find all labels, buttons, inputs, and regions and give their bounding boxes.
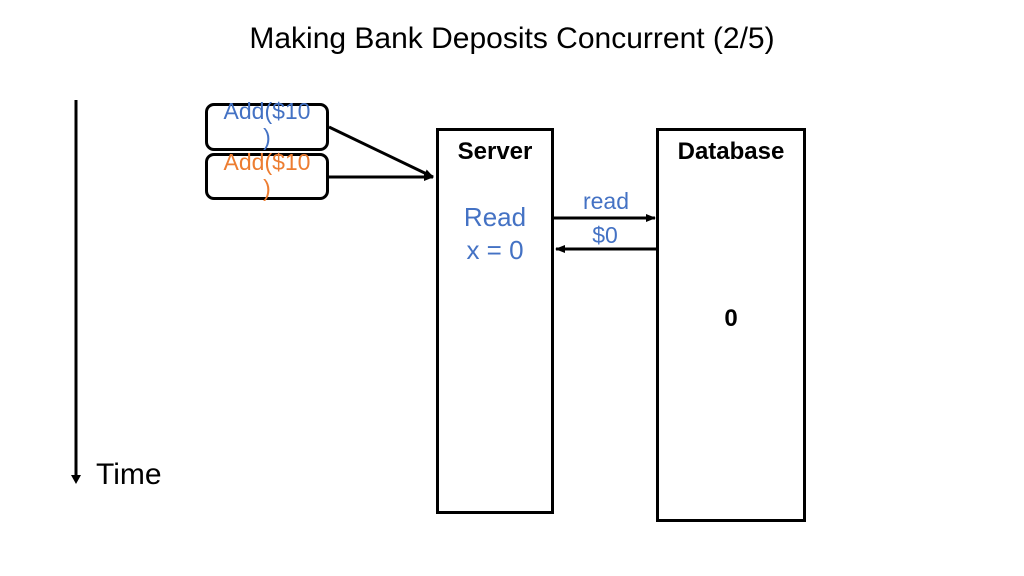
server-note-line1: Read — [463, 202, 527, 232]
response-message-label: $0 — [592, 222, 618, 248]
database-title: Database — [677, 138, 785, 165]
server-note-line2: x = 0 — [466, 235, 524, 265]
time-axis-label: Time — [96, 458, 162, 491]
time-axis-arrowhead — [71, 475, 81, 484]
request-2-box — [205, 153, 329, 200]
request-2-label: Add($10 ) — [212, 149, 322, 201]
request-2-label-line2: ) — [263, 175, 271, 201]
read-message-label: read — [582, 188, 630, 214]
server-note: Read x = 0 — [437, 201, 553, 267]
database-value: 0 — [724, 305, 738, 332]
database-box — [656, 128, 806, 522]
request-2-label-line1: Add($10 — [223, 149, 311, 175]
request-1-label: Add($10 ) — [212, 98, 322, 150]
slide-title: Making Bank Deposits Concurrent (2/5) — [249, 22, 775, 55]
server-box — [436, 128, 554, 514]
request-1-box — [205, 103, 329, 151]
request-1-label-line1: Add($10 — [223, 98, 311, 124]
server-title: Server — [457, 138, 533, 165]
request-1-label-line2: ) — [263, 124, 271, 150]
request-1-arrow — [328, 125, 434, 179]
